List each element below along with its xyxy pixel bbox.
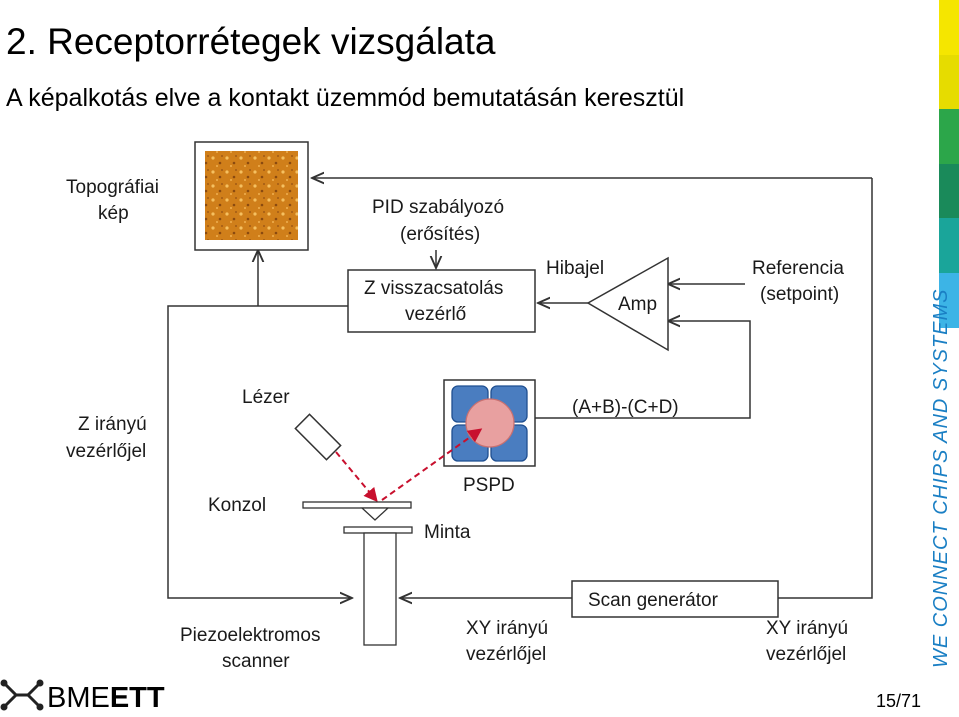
svg-text:(erősítés): (erősítés) [400, 224, 480, 245]
piezo-label: Piezoelektromos [180, 625, 320, 646]
z-feedback-box [347, 269, 536, 333]
svg-text:scanner: scanner [222, 651, 290, 672]
page-number: 15/71 [875, 691, 921, 711]
signal-formula-label: (A+B)-(C+D) [572, 397, 679, 418]
svg-text:vezérlőjel: vezérlőjel [766, 644, 846, 665]
laser-label: Lézer [242, 387, 290, 408]
slide-subtitle: A képalkotás elve a kontakt üzemmód bemu… [6, 84, 685, 112]
amp-label: Amp [618, 294, 657, 315]
bme-ett-logo-icon [0, 679, 44, 711]
z-feedback-label: Z visszacsatolás [364, 278, 503, 299]
topo-label: Topográfiai [66, 177, 159, 198]
scan-generator-label: Scan generátor [588, 590, 719, 611]
z-control-label: Z irányú [78, 414, 147, 435]
piezo-scanner [363, 532, 397, 646]
xy-left-label: XY irányú [466, 618, 548, 639]
svg-text:vezérlőjel: vezérlőjel [66, 441, 146, 462]
svg-text:vezérlő: vezérlő [405, 304, 466, 325]
pid-label: PID szabályozó [372, 197, 504, 218]
topography-image [205, 151, 298, 240]
svg-text:(setpoint): (setpoint) [760, 284, 839, 305]
xy-right-label: XY irányú [766, 618, 848, 639]
tip [360, 507, 390, 521]
amp-triangle [586, 256, 669, 352]
svg-text:kép: kép [98, 203, 129, 224]
svg-text:vezérlőjel: vezérlőjel [466, 644, 546, 665]
cantilever [302, 501, 412, 509]
logo-text: BMEETT [47, 682, 165, 714]
error-signal-label: Hibajel [546, 258, 604, 279]
tagline: WE CONNECT CHIPS AND SYSTEMS [930, 288, 952, 668]
sample-label: Minta [424, 522, 471, 543]
reference-label: Referencia [752, 258, 844, 279]
cantilever-label: Konzol [208, 495, 266, 516]
scan-generator-box [571, 580, 779, 618]
sample [343, 526, 413, 534]
slide-title: 2. Receptorrétegek vizsgálata [6, 21, 496, 62]
pspd-label: PSPD [463, 475, 515, 496]
color-side-bar [939, 0, 959, 328]
laser-spot [465, 398, 515, 448]
laser-source [294, 413, 342, 461]
